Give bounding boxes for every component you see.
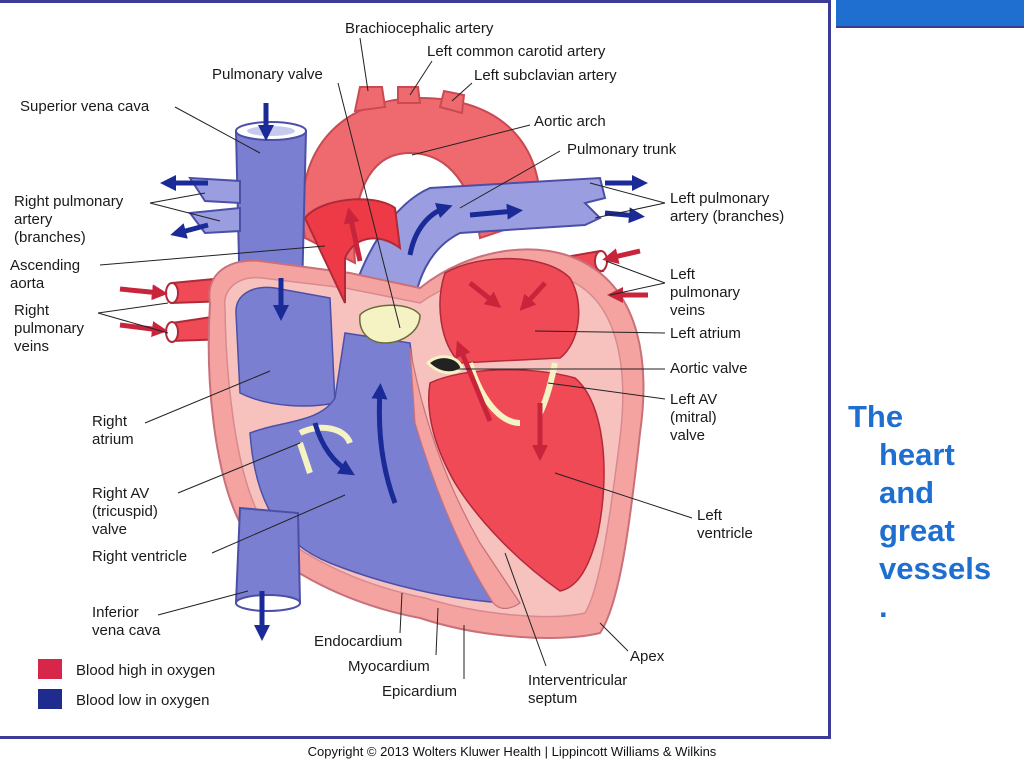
label-aortic-arch: Aortic arch xyxy=(534,113,606,130)
title-line: and xyxy=(879,475,935,510)
right-pulmonary-vein-arrow xyxy=(119,284,168,301)
title-line: The xyxy=(848,399,904,434)
left-atrium xyxy=(439,257,580,364)
label-left-pulmonary-veins-1: Left xyxy=(670,266,696,283)
aorta-flow-arrow xyxy=(343,207,363,262)
label-right-pulmonary-veins-1: Right xyxy=(14,302,50,319)
title-line: . xyxy=(879,589,888,624)
right-ventricle-flow-arrow xyxy=(371,383,398,504)
left-pulmonary-vein-opening xyxy=(594,250,608,272)
label-brachiocephalic-artery: Brachiocephalic artery xyxy=(345,20,494,37)
pulmonary-valve xyxy=(359,304,421,344)
label-left-subclavian-artery: Left subclavian artery xyxy=(474,67,617,84)
left-subclavian-artery xyxy=(438,89,466,115)
right-pulmonary-artery xyxy=(188,176,241,235)
header-accent-bar xyxy=(836,0,1024,26)
tricuspid-flow-arrow xyxy=(312,422,355,476)
label-right-pulmonary-artery-3: (branches) xyxy=(14,229,86,246)
title-line: heart xyxy=(879,437,955,472)
right-av-valve xyxy=(297,424,353,474)
right-pulmonary-vein-opening xyxy=(165,321,179,343)
left-ventricle xyxy=(427,369,605,592)
header-accent-line xyxy=(836,26,1024,28)
ascending-aorta xyxy=(303,198,402,304)
label-right-av-valve-2: (tricuspid) xyxy=(92,503,158,520)
label-left-common-carotid-artery: Left common carotid artery xyxy=(427,43,606,60)
right-pulmonary-vein-opening xyxy=(165,282,179,304)
legend-swatch-low-oxygen xyxy=(38,689,62,709)
label-left-ventricle-1: Left xyxy=(697,507,723,524)
label-right-atrium-1: Right xyxy=(92,413,128,430)
inferior-vena-cava xyxy=(234,506,302,604)
flow-arrows-red xyxy=(119,207,648,462)
right-atrium xyxy=(235,286,336,407)
label-left-ventricle-2: ventricle xyxy=(697,525,753,542)
left-pulmonary-branch-arrow xyxy=(604,207,645,224)
right-pulmonary-branch-arrow xyxy=(170,222,209,239)
label-ascending-aorta-1: Ascending xyxy=(10,257,80,274)
label-right-pulmonary-veins-3: veins xyxy=(14,338,49,355)
slide-title: The heart and great vessels . xyxy=(848,398,1018,626)
label-inferior-vena-cava-1: Inferior xyxy=(92,604,139,621)
label-inferior-vena-cava-2: vena cava xyxy=(92,622,161,639)
label-left-pulmonary-artery-1: Left pulmonary xyxy=(670,190,770,207)
label-right-ventricle: Right ventricle xyxy=(92,548,187,565)
labels: Brachiocephalic artery Left common carot… xyxy=(10,20,784,707)
svc-lumen xyxy=(247,126,295,136)
interventricular-septum xyxy=(409,347,521,610)
ivc-opening xyxy=(235,594,301,612)
leader-lines xyxy=(97,37,693,679)
label-right-av-valve-3: valve xyxy=(92,521,127,538)
brachiocephalic-artery xyxy=(353,86,387,113)
flow-arrows-blue xyxy=(159,103,649,642)
label-left-pulmonary-veins-3: veins xyxy=(670,302,705,319)
label-pulmonary-valve: Pulmonary valve xyxy=(212,66,323,83)
label-epicardium: Epicardium xyxy=(382,683,457,700)
left-ventricle-flow-arrow xyxy=(455,340,493,422)
legend: Blood high in oxygen Blood low in oxygen xyxy=(38,659,215,709)
label-endocardium: Endocardium xyxy=(314,633,402,650)
legend-label-high-oxygen: Blood high in oxygen xyxy=(76,662,215,679)
left-pulmonary-vein-arrow xyxy=(602,248,641,264)
label-right-atrium-2: atrium xyxy=(92,431,134,448)
label-pulmonary-trunk: Pulmonary trunk xyxy=(567,141,677,158)
legend-label-low-oxygen: Blood low in oxygen xyxy=(76,692,209,709)
legend-swatch-high-oxygen xyxy=(38,659,62,679)
label-left-av-valve-3: valve xyxy=(670,427,705,444)
label-myocardium: Myocardium xyxy=(348,658,430,675)
pulmonary-trunk-flow-arrow xyxy=(407,202,453,256)
label-left-pulmonary-veins-2: pulmonary xyxy=(670,284,741,301)
figure-frame: Brachiocephalic artery Left common carot… xyxy=(0,0,831,739)
label-left-av-valve-1: Left AV xyxy=(670,391,717,408)
label-apex: Apex xyxy=(630,648,665,665)
pulmonary-artery-flow-arrow xyxy=(469,203,523,220)
label-right-pulmonary-artery-1: Right pulmonary xyxy=(14,193,124,210)
title-line: great xyxy=(879,513,955,548)
label-right-pulmonary-veins-2: pulmonary xyxy=(14,320,85,337)
label-interventricular-septum-1: Interventricular xyxy=(528,672,627,689)
heart-diagram: Brachiocephalic artery Left common carot… xyxy=(10,20,784,709)
label-ascending-aorta-2: aorta xyxy=(10,275,45,292)
label-left-atrium: Left atrium xyxy=(670,325,741,342)
label-aortic-valve: Aortic valve xyxy=(670,360,748,377)
label-interventricular-septum-2: septum xyxy=(528,690,577,707)
left-common-carotid-artery xyxy=(397,86,422,104)
label-right-av-valve-1: Right AV xyxy=(92,485,149,502)
label-left-pulmonary-artery-2: artery (branches) xyxy=(670,208,784,225)
left-atrium-flow-arrow xyxy=(468,281,502,308)
label-left-av-valve-2: (mitral) xyxy=(670,409,717,426)
copyright-notice: Copyright © 2013 Wolters Kluwer Health |… xyxy=(307,744,717,759)
left-atrium-flow-arrow xyxy=(519,281,547,311)
label-superior-vena-cava: Superior vena cava xyxy=(20,98,150,115)
title-line: vessels xyxy=(879,551,992,586)
label-right-pulmonary-artery-2: artery xyxy=(14,211,53,228)
